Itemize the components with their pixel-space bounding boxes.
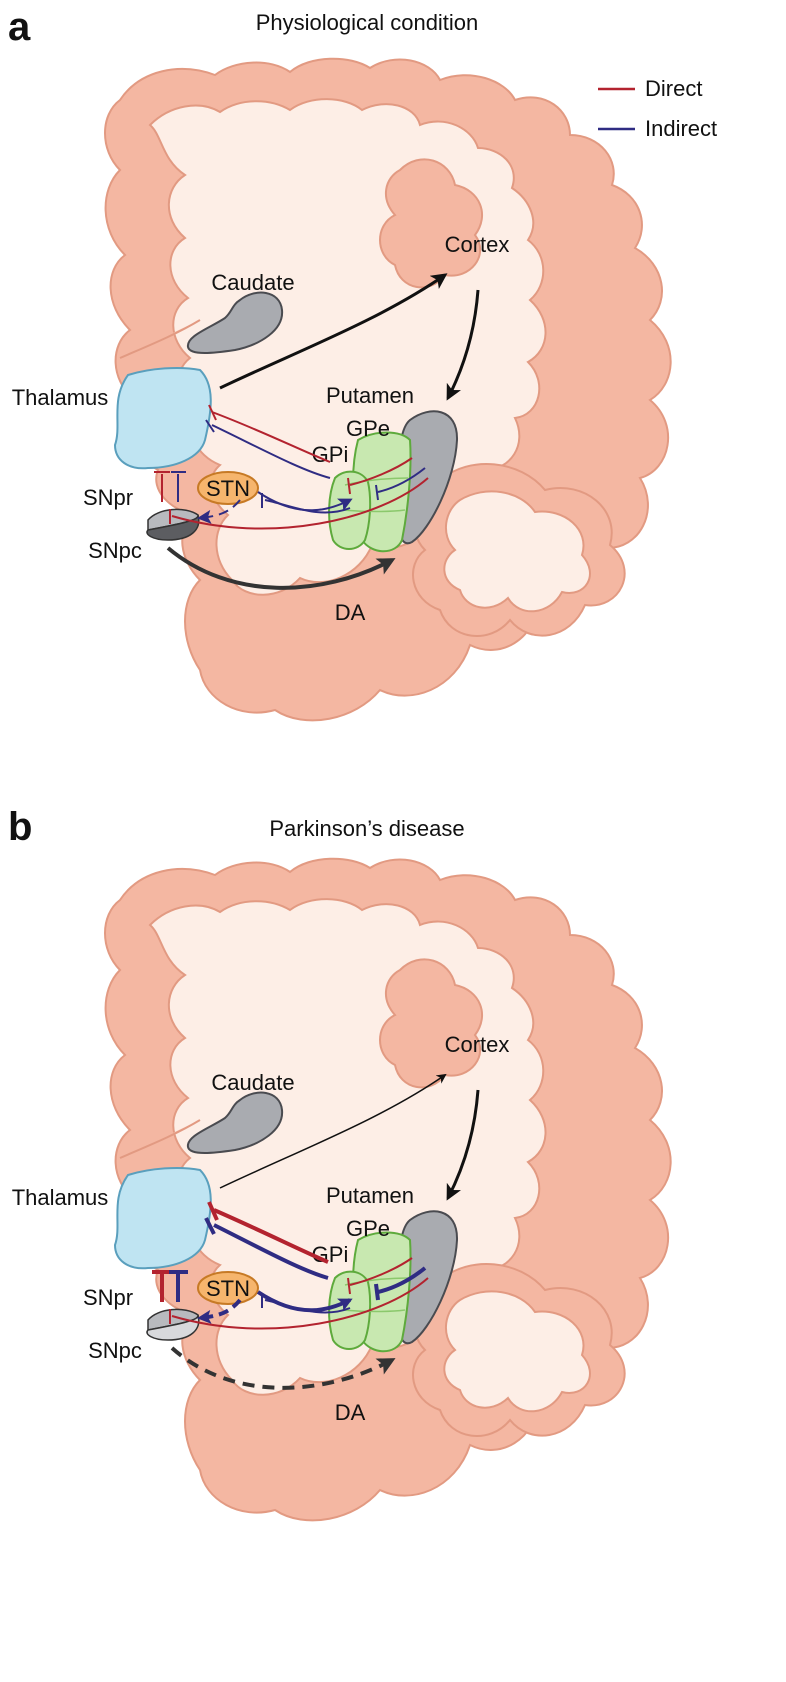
panel-a-gpi-label: GPi (312, 442, 349, 467)
panel-b-gpi-label: GPi (312, 1242, 349, 1267)
panel-a-brain (104, 57, 672, 722)
panel-a-da-label: DA (335, 600, 366, 625)
panel-a-stn (197, 471, 259, 505)
panel-b-cortex-label: Cortex (445, 1032, 510, 1057)
panel-a-putamen-label: Putamen (326, 383, 414, 408)
panel-a-snpr-label: SNpr (83, 485, 133, 510)
panel-b-thalamus (113, 1166, 212, 1270)
panel-b-direct-pathways (152, 1201, 429, 1330)
panel-b-cortex-putamen-arrow (446, 1089, 480, 1201)
panel-a-cortex-putamen-arrow (446, 289, 480, 401)
panel-a-thalamus (113, 366, 212, 470)
panel-a: a Physiological condition Caudate Thalam… (8, 5, 672, 722)
panel-a-caudate-label: Caudate (211, 270, 294, 295)
panel-b-title: Parkinson’s disease (269, 816, 464, 841)
panel-a-gpe-label: GPe (346, 416, 390, 441)
panel-a-caudate (186, 291, 284, 354)
panel-a-snpc-label: SNpc (88, 538, 142, 563)
panel-a-thalamus-label: Thalamus (12, 385, 109, 410)
panel-a-indirect-pathways (171, 419, 426, 524)
panel-a-substantia-nigra (146, 508, 200, 541)
panel-b-snpc-label: SNpc (88, 1338, 142, 1363)
panel-b-substantia-nigra (146, 1308, 200, 1341)
legend-direct-label: Direct (645, 76, 702, 101)
panel-a-letter: a (8, 5, 31, 49)
panel-a-thalamus-cortex-arrow (219, 273, 448, 390)
panel-b-brain (104, 857, 672, 1522)
panel-a-cortex-label: Cortex (445, 232, 510, 257)
panel-b-da-label: DA (335, 1400, 366, 1425)
panel-b-snpr-label: SNpr (83, 1285, 133, 1310)
panel-a-title: Physiological condition (256, 10, 479, 35)
panel-b-da-arrow (170, 1346, 396, 1390)
panel-b: b Parkinson’s disease Caudate Thalamus P… (8, 805, 672, 1522)
legend: Direct Indirect (598, 76, 717, 141)
panel-b-thalamus-cortex-arrow (219, 1073, 447, 1189)
legend-indirect-label: Indirect (645, 116, 717, 141)
panel-b-caudate (186, 1091, 284, 1154)
panel-b-putamen-label: Putamen (326, 1183, 414, 1208)
panel-b-stn (197, 1271, 259, 1305)
panel-b-stn-label: STN (206, 1276, 250, 1301)
panel-a-da-arrow (166, 546, 396, 590)
panel-a-stn-label: STN (206, 476, 250, 501)
panel-b-indirect-pathways (169, 1217, 427, 1324)
panel-b-gpe-label: GPe (346, 1216, 390, 1241)
panel-b-caudate-label: Caudate (211, 1070, 294, 1095)
panel-a-direct-pathways (154, 404, 429, 530)
panel-b-letter: b (8, 805, 32, 849)
panel-b-thalamus-label: Thalamus (12, 1185, 109, 1210)
